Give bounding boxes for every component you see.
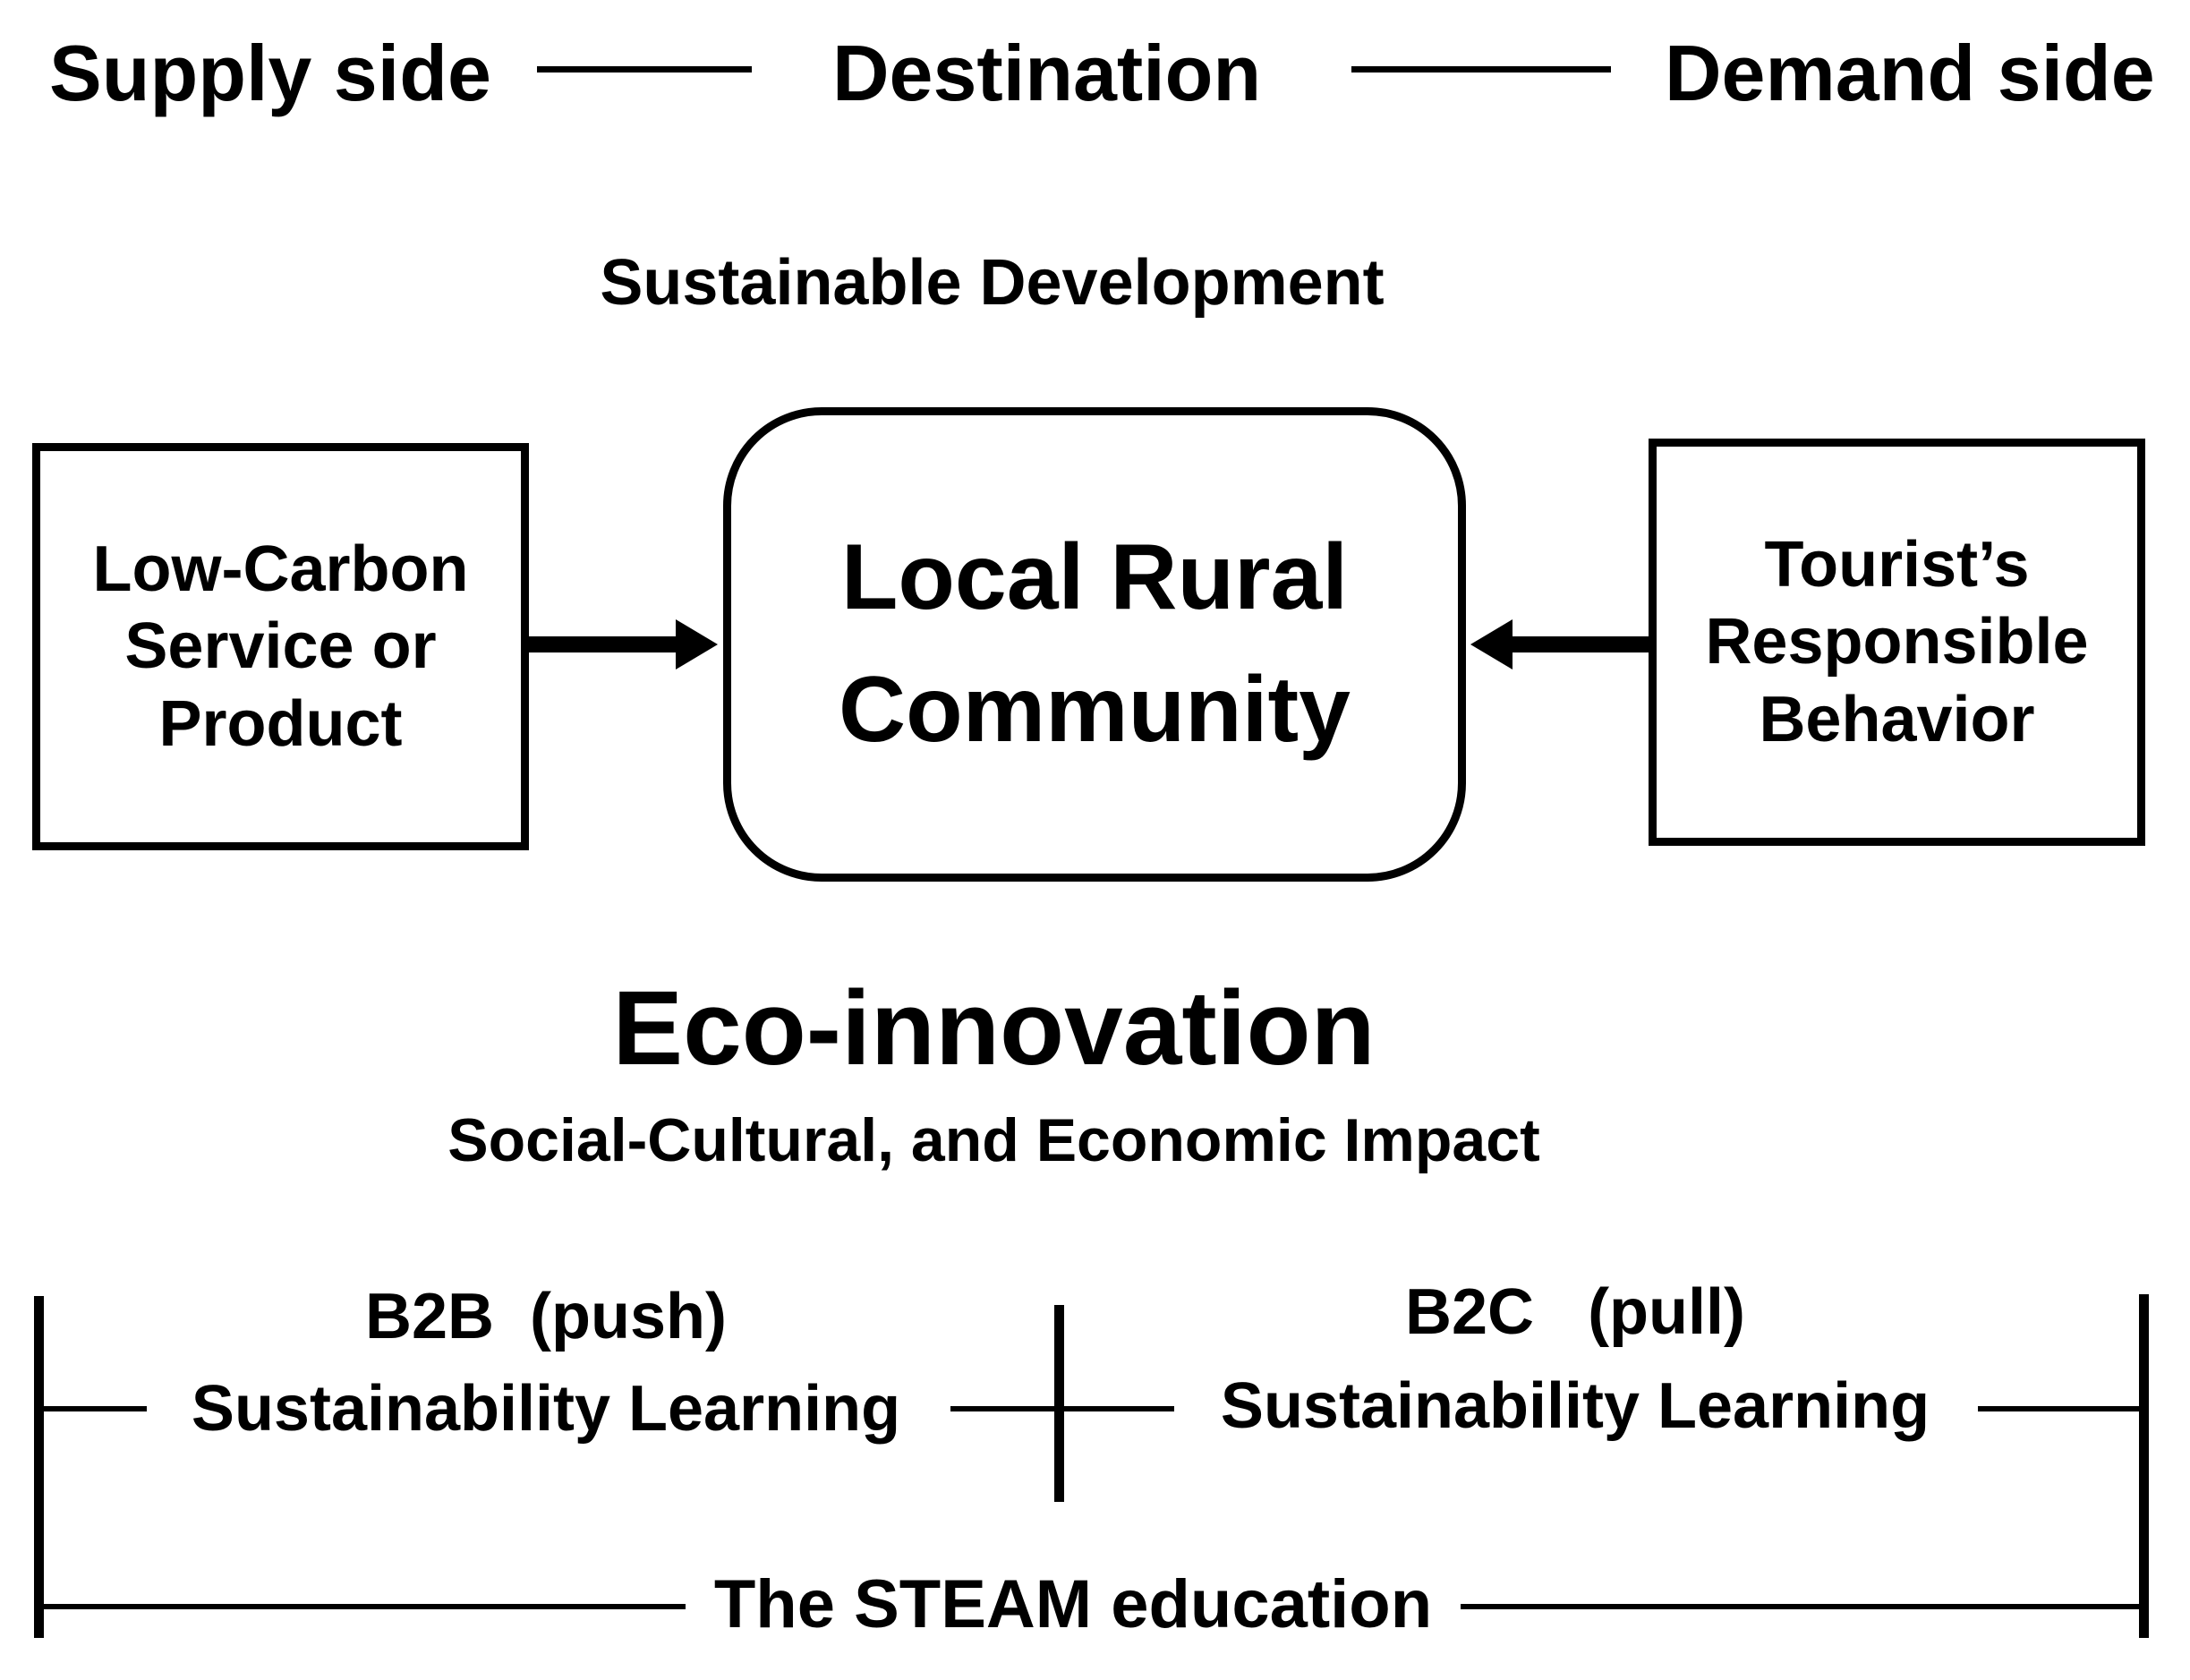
steam-left-connector	[39, 1604, 686, 1609]
b2c-left-connector	[1060, 1406, 1174, 1411]
low-carbon-box: Low-Carbon Service or Product	[32, 443, 529, 850]
b2b-learning-label: Sustainability Learning	[191, 1373, 901, 1445]
steam-education-label: The STEAM education	[713, 1566, 1433, 1642]
b2c-label: B2C (pull)	[1405, 1276, 1745, 1348]
middle-divider-line	[1054, 1305, 1064, 1502]
left-bracket-line	[34, 1296, 44, 1638]
local-rural-community-box: Local Rural Community	[723, 407, 1466, 882]
right-to-center-arrow	[1470, 619, 1649, 669]
b2c-right-connector	[1978, 1406, 2144, 1411]
tourist-line-1: Tourist’s	[1764, 528, 2030, 601]
tourist-line-3: Behavior	[1759, 683, 2035, 755]
tourist-line-2: Responsible	[1705, 606, 2089, 678]
eco-innovation-title: Eco-innovation	[612, 969, 1376, 1087]
steam-right-connector	[1461, 1604, 2144, 1609]
low-carbon-line-2: Service or	[124, 610, 437, 683]
left-to-center-arrow	[529, 619, 718, 669]
destination-label: Destination	[832, 29, 1262, 117]
right-bracket-line	[2139, 1294, 2149, 1638]
low-carbon-line-1: Low-Carbon	[92, 533, 469, 605]
low-carbon-line-3: Product	[158, 687, 403, 760]
community-line-2: Community	[839, 658, 1351, 762]
b2b-label: B2B (push)	[365, 1281, 727, 1352]
tourist-behavior-box: Tourist’s Responsible Behavior	[1649, 439, 2145, 846]
b2b-right-connector	[950, 1406, 1060, 1411]
b2b-left-connector	[39, 1406, 147, 1411]
supply-side-label: Supply side	[49, 29, 491, 117]
demand-side-label: Demand side	[1665, 29, 2155, 117]
b2c-learning-label: Sustainability Learning	[1220, 1370, 1930, 1442]
sustainable-development-label: Sustainable Development	[600, 247, 1385, 319]
impact-label: Social-Cultural, and Economic Impact	[447, 1106, 1540, 1174]
destination-demand-connector	[1351, 66, 1611, 72]
supply-destination-connector	[537, 66, 752, 72]
community-line-1: Local Rural	[840, 525, 1349, 630]
